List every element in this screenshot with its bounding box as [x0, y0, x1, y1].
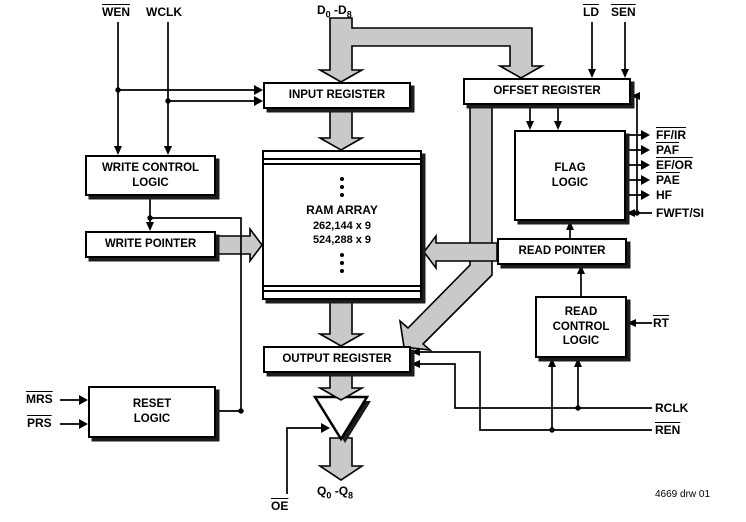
output-register-to-buffer-arrow — [316, 372, 366, 401]
drawing-number: 4669 drw 01 — [655, 489, 711, 500]
rt-label: RT — [653, 316, 669, 330]
ren-line — [415, 351, 652, 431]
offset-register-block: OFFSET REGISTER — [463, 78, 631, 105]
flag-label-ef-or: EF/OR — [656, 158, 693, 172]
oe-label: OE — [271, 499, 289, 513]
ld-label: LD — [583, 5, 599, 19]
ren-label: REN — [655, 423, 681, 437]
input-register-block: INPUT REGISTER — [263, 82, 411, 109]
q-bus-arrow — [317, 437, 365, 481]
ram-to-output-register-arrow — [316, 299, 366, 347]
reset-distribution-line — [150, 217, 242, 412]
ram-top-line-1 — [264, 158, 420, 160]
flag-label-pae: PAE — [656, 173, 680, 187]
d-bus-label: D0 -D8 — [317, 3, 352, 20]
wclk-label: WCLK — [146, 5, 182, 19]
ram-size-1: 262,144 x 9 — [312, 219, 372, 232]
flag-label-paf: PAF — [656, 143, 680, 157]
read-control-logic-block: READ CONTROL LOGIC — [535, 296, 627, 358]
output-register-block: OUTPUT REGISTER — [263, 346, 411, 373]
q-bus-label: Q0 -Q8 — [317, 484, 354, 501]
ram-size-2: 524,288 x 9 — [312, 233, 372, 246]
oe-line — [286, 427, 322, 494]
read-pointer-to-ram-arrow — [423, 233, 498, 271]
junction-dots — [115, 87, 640, 433]
d-bus-arrow — [316, 17, 546, 83]
mrs-label: MRS — [26, 392, 53, 406]
flag-label-ff-ir: FF/IR — [656, 128, 686, 142]
write-control-logic-block: WRITE CONTROL LOGIC — [85, 155, 216, 196]
rclk-line — [415, 363, 652, 409]
arrowheads — [79, 69, 650, 433]
sen-label: SEN — [611, 5, 636, 19]
ellipsis-dots-bottom — [340, 253, 344, 274]
data-bus-arrows — [215, 17, 546, 481]
ram-array-title: RAM ARRAY — [306, 202, 378, 217]
offset-register-to-output-register-arrow — [398, 104, 493, 352]
wen-label: WEN — [102, 5, 130, 19]
ram-array-block: RAM ARRAY 262,144 x 9 524,288 x 9 — [262, 150, 422, 300]
ram-bottom-line-1 — [264, 290, 420, 292]
write-pointer-block: WRITE POINTER — [85, 231, 216, 258]
prs-label: PRS — [27, 416, 52, 430]
flag-label-hf: HF — [656, 188, 672, 202]
flag-logic-block: FLAG LOGIC — [514, 130, 626, 221]
ram-top-line-2 — [264, 163, 420, 165]
read-pointer-block: READ POINTER — [497, 238, 627, 265]
ellipsis-dots-top — [340, 176, 344, 197]
rclk-label: RCLK — [655, 401, 689, 415]
write-pointer-to-ram-arrow — [215, 226, 263, 264]
input-register-to-ram-arrow — [316, 108, 366, 151]
input-register-label: INPUT REGISTER — [288, 89, 386, 102]
reset-logic-block: RESET LOGIC — [88, 386, 216, 438]
offset-register-label: OFFSET REGISTER — [493, 85, 601, 98]
flag-label-fwft-si: FWFT/SI — [656, 206, 704, 220]
ram-bottom-line-2 — [264, 285, 420, 287]
